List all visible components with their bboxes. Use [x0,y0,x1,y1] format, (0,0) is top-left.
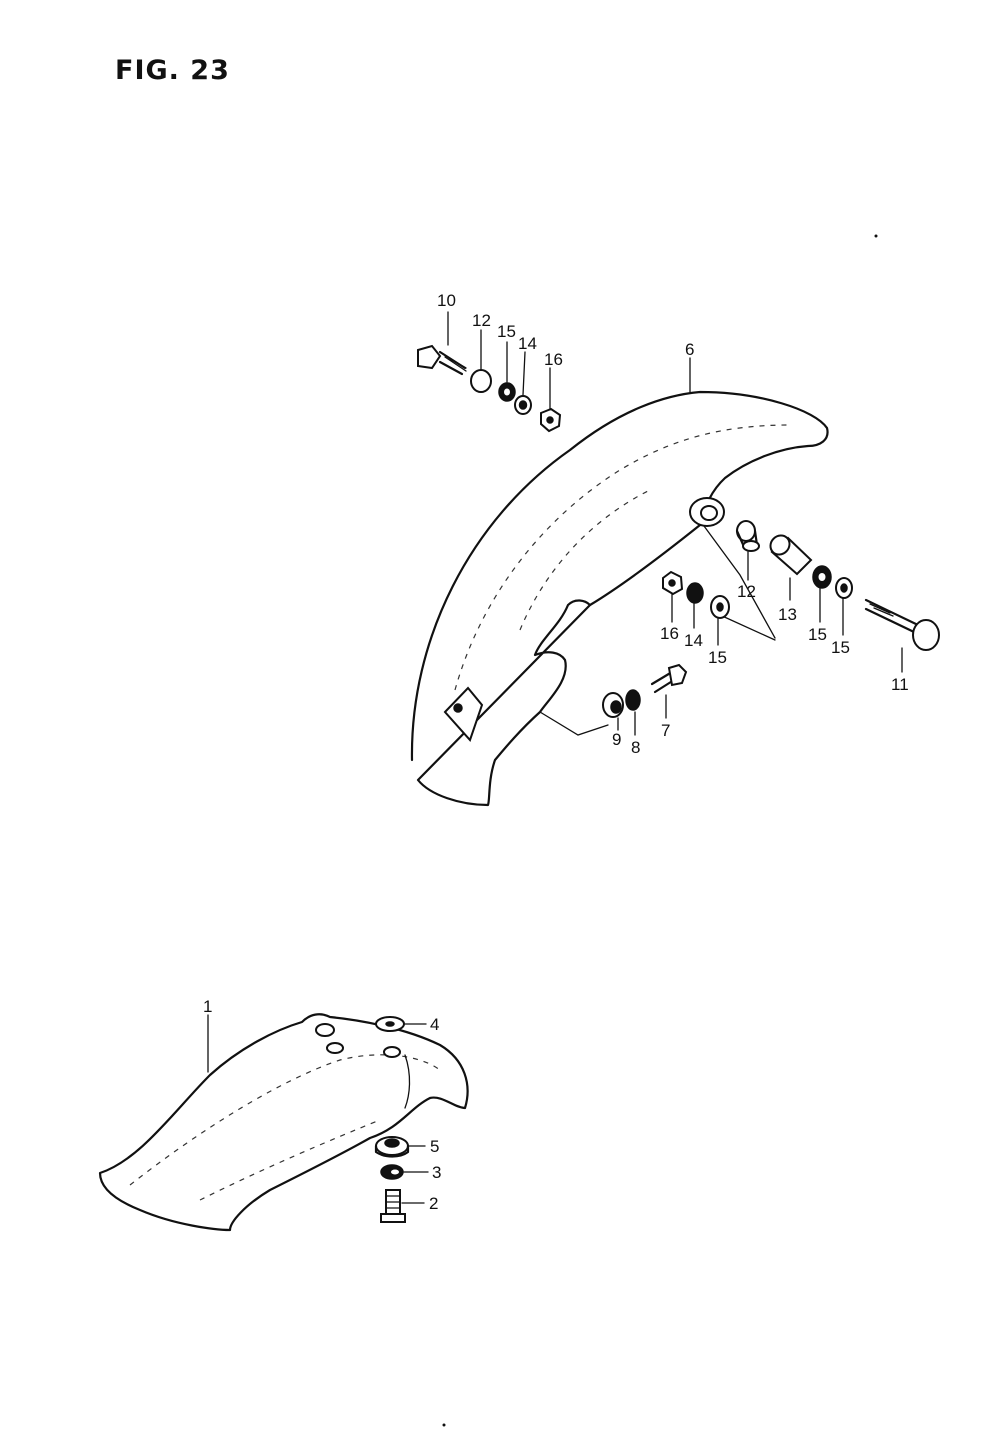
callout-labels: 10 12 15 14 16 6 12 13 15 15 11 16 14 15… [203,291,909,1213]
leader-lines-front [447,311,903,736]
lockwasher-8 [625,689,641,711]
callout-12-right: 12 [737,582,756,601]
washer-4 [375,1016,405,1032]
callout-16-mid: 16 [660,624,679,643]
callout-16-top: 16 [544,350,563,369]
bolt-2 [380,1189,406,1223]
washer-15-right-b [835,577,853,599]
callout-3: 3 [432,1163,441,1182]
lockwasher-14-mid [686,582,704,604]
callout-15-mid: 15 [708,648,727,667]
nut-16-mid [662,570,684,596]
callout-15-right-a: 15 [808,625,827,644]
speck [874,234,878,238]
callout-15-right-b: 15 [831,638,850,657]
callout-14-top: 14 [518,334,537,353]
callout-13: 13 [778,605,797,624]
speck [442,1423,446,1427]
callout-11: 11 [891,675,909,694]
washer-15-mid [710,595,730,619]
bolt-10 [417,344,467,376]
leader-lines-rear [207,1014,429,1204]
lockwasher-3 [380,1164,404,1180]
figure-title: FIG. 23 [115,55,230,86]
callout-10: 10 [437,291,456,310]
bolt-11 [864,598,940,651]
callout-9: 9 [612,730,621,749]
callout-1: 1 [203,997,212,1016]
callout-15-top: 15 [497,322,516,341]
bolt-7 [650,663,688,694]
callout-12-top: 12 [472,311,491,330]
washer-15-right-a [812,565,832,589]
callout-8: 8 [631,738,640,757]
nut-16-top [540,407,562,433]
collar-12-right [735,520,760,552]
callout-7: 7 [661,721,670,740]
rear-fender [98,1013,469,1232]
washer-9 [602,692,624,718]
spacer-13 [769,534,813,576]
washer-5 [374,1136,410,1158]
callout-4: 4 [430,1015,439,1034]
collar-12-top [470,369,492,393]
callout-6: 6 [685,340,694,359]
front-fender [410,390,829,807]
callout-5: 5 [430,1137,439,1156]
lockwasher-14-top [514,395,532,415]
callout-2: 2 [429,1194,438,1213]
callout-14-mid: 14 [684,631,703,650]
washer-15-top [498,382,516,402]
